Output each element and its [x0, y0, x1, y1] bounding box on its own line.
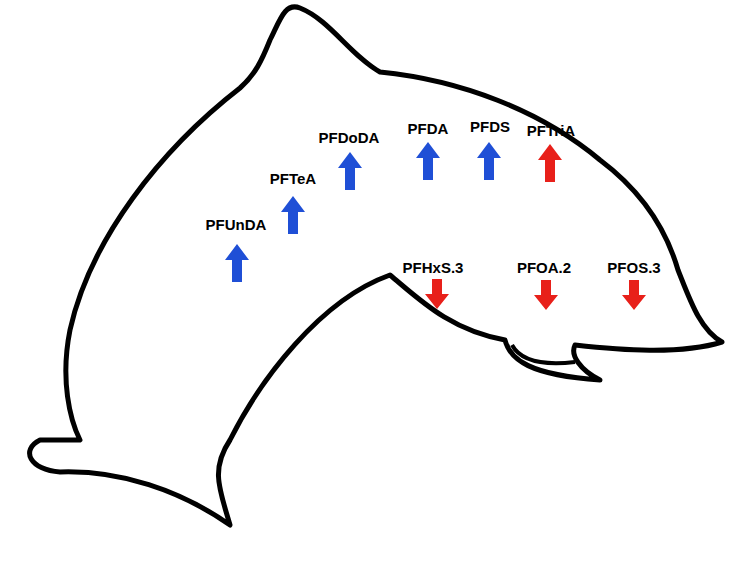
compound-label: PFTriA: [527, 123, 575, 138]
increase-arrow: [416, 142, 440, 180]
compound-label: PFOS.3: [607, 260, 660, 275]
compound-label: PFDA: [408, 121, 449, 136]
trend-arrows: [225, 142, 646, 310]
increase-arrow: [281, 196, 305, 234]
decrease-arrow: [622, 280, 646, 310]
flipper-line: [512, 345, 575, 363]
decrease-arrow: [425, 279, 449, 309]
compound-label: PFOA.2: [517, 260, 571, 275]
compound-label: PFDoDA: [319, 130, 380, 145]
compound-label: PFTeA: [270, 171, 316, 186]
dolphin-outline: [30, 7, 722, 525]
increase-arrow: [538, 144, 562, 182]
increase-arrow: [338, 152, 362, 190]
decrease-arrow: [534, 280, 558, 310]
compound-label: PFHxS.3: [403, 260, 464, 275]
compound-label: PFUnDA: [206, 217, 267, 232]
compound-label: PFDS: [470, 119, 510, 134]
increase-arrow: [477, 142, 501, 180]
increase-arrow: [225, 244, 249, 282]
